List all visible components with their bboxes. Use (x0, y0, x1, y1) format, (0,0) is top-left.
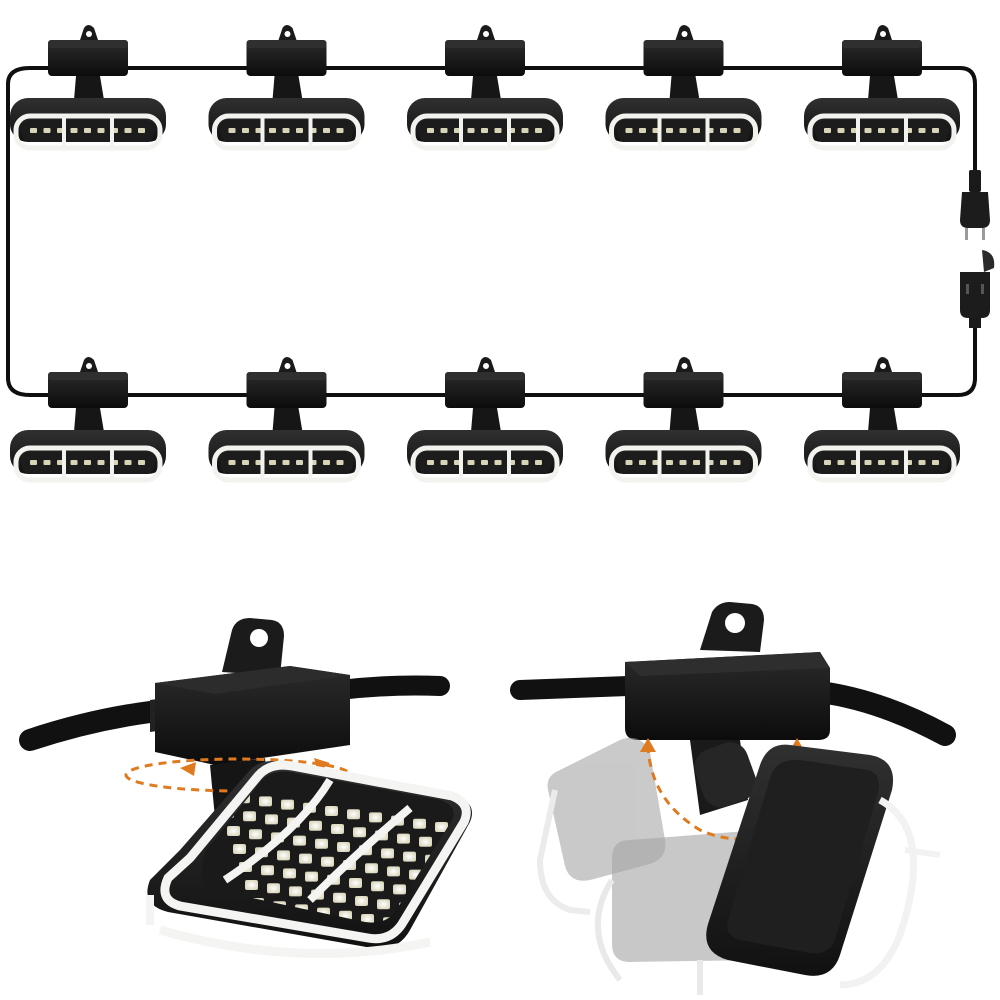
string-light-unit (605, 25, 762, 151)
led-chip (315, 838, 328, 849)
led-chip (347, 809, 360, 820)
led-chip (259, 796, 272, 807)
led-chip (227, 826, 240, 836)
led-chip (337, 842, 350, 852)
string-light-unit (804, 25, 960, 151)
led-chip (397, 833, 410, 844)
plug-icon (960, 170, 990, 240)
light-row-bottom (10, 357, 960, 483)
led-chip (299, 853, 312, 864)
detail-view-tilt (510, 602, 956, 995)
led-chip (265, 814, 278, 825)
led-chip (427, 924, 440, 934)
string-light-unit (605, 357, 762, 483)
led-chip (393, 884, 406, 895)
led-chip (435, 822, 448, 832)
led-chip (325, 806, 338, 816)
string-light-unit (208, 25, 365, 151)
led-chip (369, 812, 382, 823)
led-chip (355, 896, 368, 906)
string-light-unit (407, 25, 563, 151)
led-chip (305, 871, 318, 882)
led-chip (377, 899, 390, 910)
led-chip (381, 848, 394, 859)
led-chip (361, 914, 374, 923)
led-chip (233, 844, 246, 854)
led-chip (243, 811, 256, 822)
led-chip (413, 818, 426, 829)
led-chip (371, 881, 384, 892)
light-row-top (10, 25, 960, 151)
string-light-unit (10, 25, 166, 151)
led-chip (309, 820, 322, 831)
led-chip (453, 876, 454, 886)
led-chip (365, 863, 378, 874)
led-chip (421, 905, 434, 916)
detail-view-swivel (19, 618, 484, 959)
socket-icon (960, 250, 995, 328)
led-chip (449, 927, 462, 937)
led-chip (293, 835, 306, 846)
led-chip (443, 908, 454, 919)
string-light-unit (407, 357, 563, 483)
led-chip (353, 827, 366, 838)
led-chip (289, 886, 302, 897)
led-chip (349, 878, 362, 888)
led-chip (403, 851, 416, 862)
led-chip (465, 912, 478, 922)
led-chip (249, 829, 262, 840)
led-chip (281, 799, 294, 810)
led-chip (419, 836, 432, 847)
led-chip (283, 868, 296, 879)
led-chip (267, 883, 280, 894)
led-chip (331, 824, 344, 834)
string-light-unit (804, 357, 960, 483)
power-cable (6, 66, 977, 397)
led-chip (471, 930, 484, 940)
led-chip (261, 865, 274, 876)
string-light-unit (208, 357, 365, 483)
led-chip (321, 856, 334, 867)
led-chip (245, 880, 258, 890)
led-chip (277, 850, 290, 861)
led-chip (387, 866, 400, 877)
led-chip (459, 894, 472, 904)
led-chip (333, 892, 346, 903)
led-chip (437, 890, 450, 901)
string-light-unit (10, 357, 166, 483)
